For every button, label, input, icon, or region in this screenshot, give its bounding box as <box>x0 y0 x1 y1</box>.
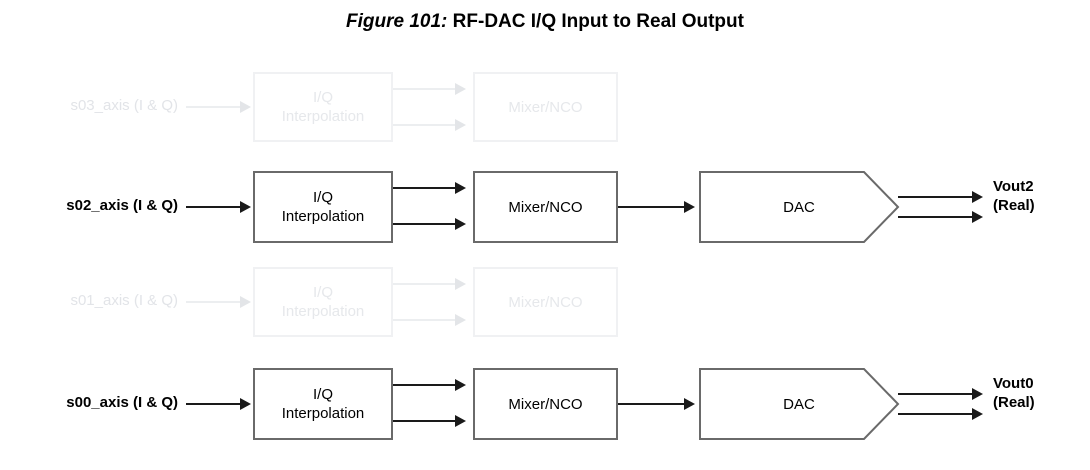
arrowhead-mixer-i-s02 <box>455 182 466 194</box>
connector-dac-out-q-s00 <box>898 413 976 415</box>
input-label-s02: s02_axis (I & Q) <box>66 197 178 214</box>
connector-interp-mixer-i-s00 <box>393 384 457 386</box>
connector-input-s01 <box>186 301 242 303</box>
block-interpolation-s03: I/Q Interpolation <box>253 72 393 142</box>
connector-dac-out-i-s00 <box>898 393 976 395</box>
interp-line-1: I/Q <box>312 284 333 301</box>
arrowhead-mixer-q-s02 <box>455 218 466 230</box>
connector-dac-out-q-s02 <box>898 216 976 218</box>
connector-interp-mixer-q-s03 <box>393 124 457 126</box>
output-name-s00: Vout0 <box>993 375 1034 392</box>
arrowhead-mixer-i-s01 <box>455 278 466 290</box>
figure-number: Figure 101: <box>346 11 448 32</box>
arrowhead-out-i-s02 <box>972 191 983 203</box>
arrowhead-dac-s00 <box>684 398 695 410</box>
arrowhead-mixer-q-s00 <box>455 415 466 427</box>
arrowhead-input-s03 <box>240 101 251 113</box>
block-interpolation-s02: I/Q Interpolation <box>253 171 393 243</box>
block-interpolation-s01: I/Q Interpolation <box>253 267 393 337</box>
arrowhead-out-q-s02 <box>972 211 983 223</box>
dac-label: DAC <box>783 198 815 216</box>
connector-mixer-dac-s00 <box>618 403 686 405</box>
output-label-s00: Vout0 (Real) <box>993 374 1035 412</box>
input-label-s01: s01_axis (I & Q) <box>70 292 178 309</box>
block-mixer-s03: Mixer/NCO <box>473 72 618 142</box>
connector-input-s03 <box>186 106 242 108</box>
interp-line-1: I/Q <box>312 89 333 106</box>
arrowhead-mixer-i-s00 <box>455 379 466 391</box>
arrowhead-mixer-i-s03 <box>455 83 466 95</box>
connector-interp-mixer-i-s03 <box>393 88 457 90</box>
arrowhead-input-s00 <box>240 398 251 410</box>
interp-line-1: I/Q <box>312 189 333 206</box>
connector-dac-out-i-s02 <box>898 196 976 198</box>
arrowhead-input-s02 <box>240 201 251 213</box>
block-dac-s02: DAC <box>698 170 900 244</box>
connector-interp-mixer-q-s00 <box>393 420 457 422</box>
input-label-s03: s03_axis (I & Q) <box>70 97 178 114</box>
interp-line-2: Interpolation <box>281 405 365 422</box>
figure-title: Figure 101: RF-DAC I/Q Input to Real Out… <box>0 10 1090 34</box>
interp-line-2: Interpolation <box>281 303 365 320</box>
arrowhead-mixer-q-s03 <box>455 119 466 131</box>
connector-interp-mixer-q-s02 <box>393 223 457 225</box>
block-mixer-s01: Mixer/NCO <box>473 267 618 337</box>
output-name-s02: Vout2 <box>993 178 1034 195</box>
block-mixer-s02: Mixer/NCO <box>473 171 618 243</box>
output-label-s02: Vout2 (Real) <box>993 177 1035 215</box>
block-mixer-s00: Mixer/NCO <box>473 368 618 440</box>
figure-caption: RF-DAC I/Q Input to Real Output <box>452 11 744 32</box>
arrowhead-input-s01 <box>240 296 251 308</box>
arrowhead-dac-s02 <box>684 201 695 213</box>
interp-line-1: I/Q <box>312 386 333 403</box>
interp-line-2: Interpolation <box>281 108 365 125</box>
arrowhead-mixer-q-s01 <box>455 314 466 326</box>
interp-line-2: Interpolation <box>281 208 365 225</box>
arrowhead-out-i-s00 <box>972 388 983 400</box>
output-sub-s02: (Real) <box>993 197 1035 214</box>
output-sub-s00: (Real) <box>993 394 1035 411</box>
connector-input-s02 <box>186 206 242 208</box>
connector-interp-mixer-i-s01 <box>393 283 457 285</box>
dac-label: DAC <box>783 395 815 413</box>
input-label-s00: s00_axis (I & Q) <box>66 394 178 411</box>
connector-mixer-dac-s02 <box>618 206 686 208</box>
connector-interp-mixer-i-s02 <box>393 187 457 189</box>
block-dac-s00: DAC <box>698 367 900 441</box>
arrowhead-out-q-s00 <box>972 408 983 420</box>
block-interpolation-s00: I/Q Interpolation <box>253 368 393 440</box>
connector-input-s00 <box>186 403 242 405</box>
connector-interp-mixer-q-s01 <box>393 319 457 321</box>
